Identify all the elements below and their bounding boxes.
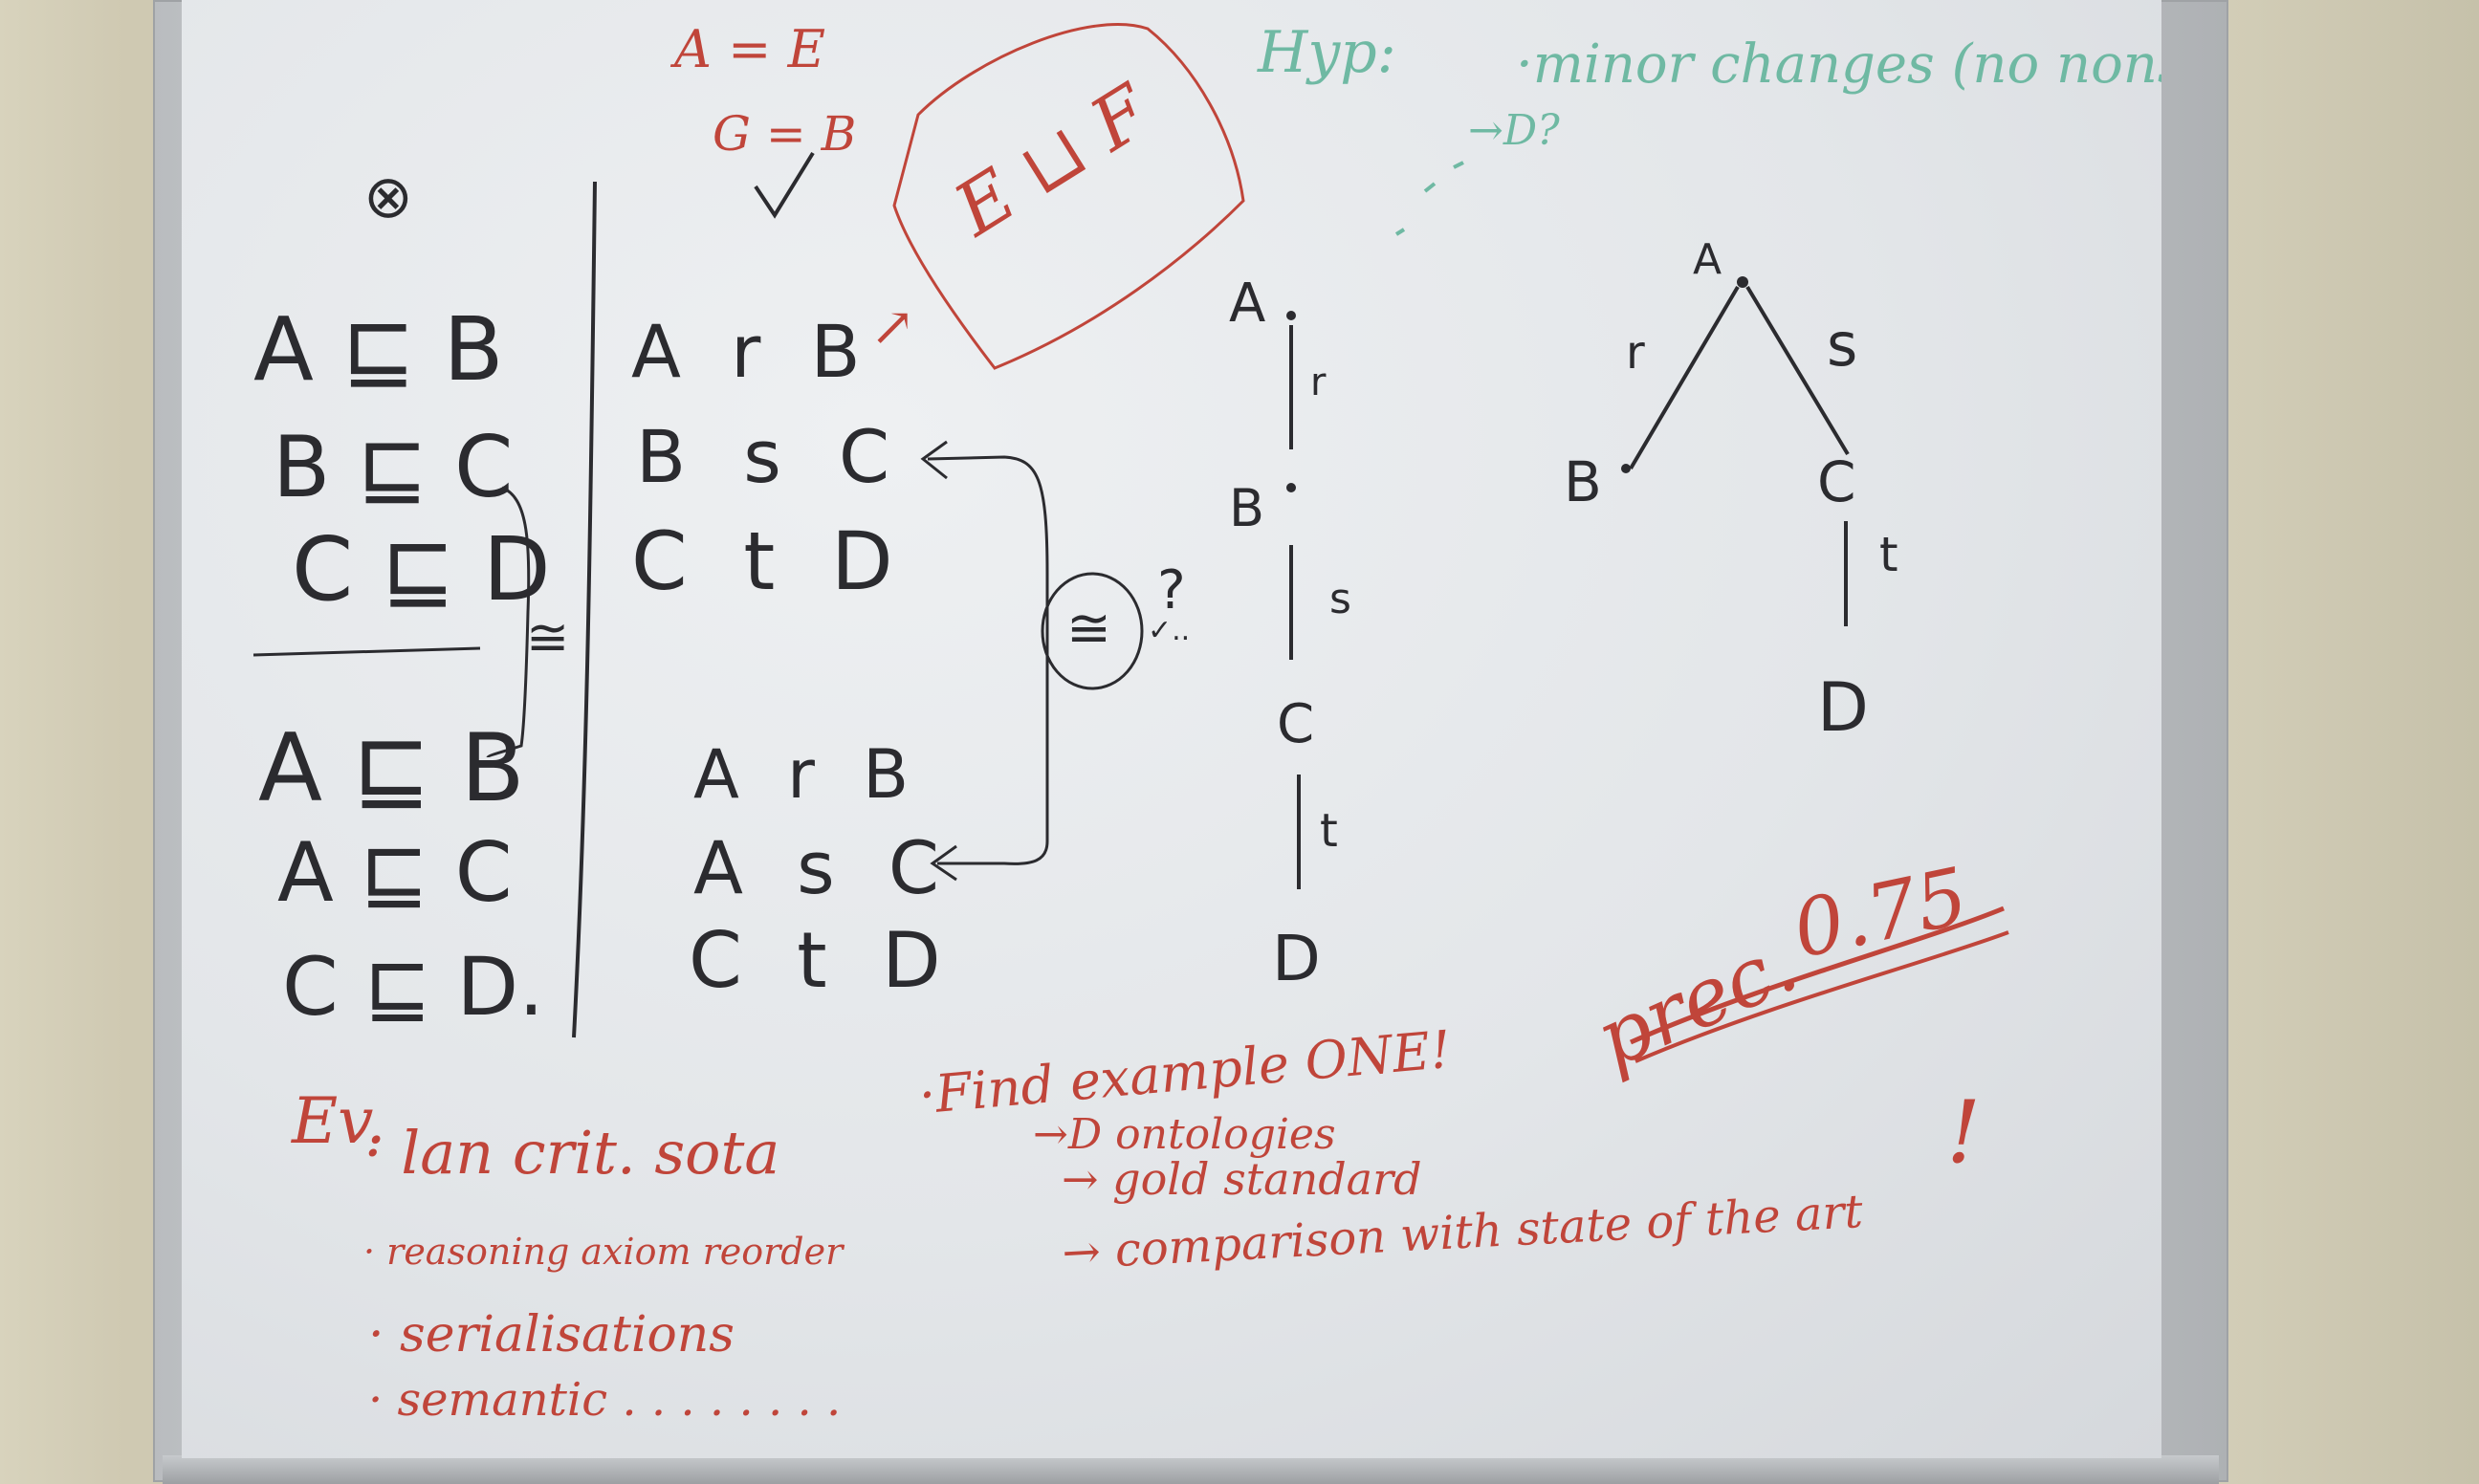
evaluation-item-1: · lan crit. sota [363, 1118, 780, 1188]
chain-node-a: A [1229, 273, 1266, 335]
tree-node-c: C [1817, 449, 1856, 514]
whiteboard-tray [163, 1455, 2219, 1484]
chain-node-b: B [1229, 478, 1265, 538]
group2-line-1: A r B [693, 735, 923, 814]
ef-box [892, 23, 1245, 370]
whiteboard: ⊗ A ⊑ B B ⊑ C C ⊑ D ≅ A ⊑ B A ⊑ C C ⊑ D.… [182, 0, 2161, 1458]
red-check [754, 151, 815, 219]
chain-label-t: t [1320, 804, 1338, 858]
hyp-dashes [1394, 161, 1464, 236]
group1-line-2: B s C [636, 414, 908, 499]
conclusion-2: A ⊑ C [277, 825, 513, 921]
circled-x-mark: ⊗ [363, 162, 413, 231]
tree-node-root: A [1693, 235, 1722, 284]
premise-2: B ⊑ C [273, 418, 514, 516]
conclusion-3: C ⊑ D. [282, 940, 544, 1034]
evaluation-item-2: · reasoning axiom reorder [363, 1231, 844, 1273]
find-example-exclaim: ! [1946, 1082, 1982, 1183]
red-arrow-mark: ↗ [870, 296, 915, 359]
circle-mark [1041, 572, 1144, 690]
chain-label-s: s [1329, 575, 1351, 623]
chain-label-r: r [1310, 360, 1327, 404]
relation-mark: ≅ [526, 607, 570, 667]
note-a-equals-e: A = E [674, 19, 825, 79]
hyp-label: Hyp: [1258, 19, 1396, 86]
bracket [486, 486, 531, 759]
chain-node-d: D [1272, 922, 1321, 995]
tree-label-s: s [1827, 310, 1858, 380]
find-example-item-2: → gold standard [1062, 1153, 1422, 1205]
premise-1: A ⊑ B [253, 298, 504, 401]
premise-3: C ⊑ D [292, 518, 551, 621]
tree-node-b: B [1564, 449, 1602, 514]
find-example-item-1: →D ontologies [1033, 1110, 1336, 1159]
conclusion-1: A ⊑ B [258, 714, 525, 823]
group1-line-1: A r B [631, 309, 874, 394]
evaluation-item-4: · semantic . . . . . . . . [368, 1373, 842, 1427]
score-underline-1 [1629, 906, 2005, 1045]
tree-label-r: r [1626, 326, 1645, 380]
premise-underline [252, 646, 481, 657]
hyp-arrow: →D? [1468, 106, 1560, 155]
group2-line-3: C t D [689, 916, 956, 1005]
tree-edge-s [1745, 285, 1850, 456]
tree-edge-r [1629, 285, 1740, 470]
hyp-text: ·minor changes (no nons [1516, 33, 2161, 96]
group1-line-3: C t D [631, 514, 909, 608]
group2-line-2: A s C [693, 825, 954, 910]
circled-relation-mark: ≅ [1066, 598, 1111, 660]
score-underline-2 [1634, 930, 2009, 1063]
question-mark: ? [1157, 559, 1186, 622]
evaluation-heading: Ev. [292, 1084, 386, 1158]
whiteboard-strokes [252, 23, 2009, 1063]
question-check: ✓.. [1148, 614, 1191, 647]
tree-label-t: t [1879, 527, 1898, 582]
note-g-equals-b: G = B [713, 106, 857, 162]
chain-node-c: C [1277, 693, 1315, 755]
group-arrow [927, 455, 1049, 865]
tree-node-d: D [1817, 668, 1869, 747]
divider-line [572, 181, 597, 1038]
evaluation-item-3: · serialisations [368, 1306, 735, 1364]
